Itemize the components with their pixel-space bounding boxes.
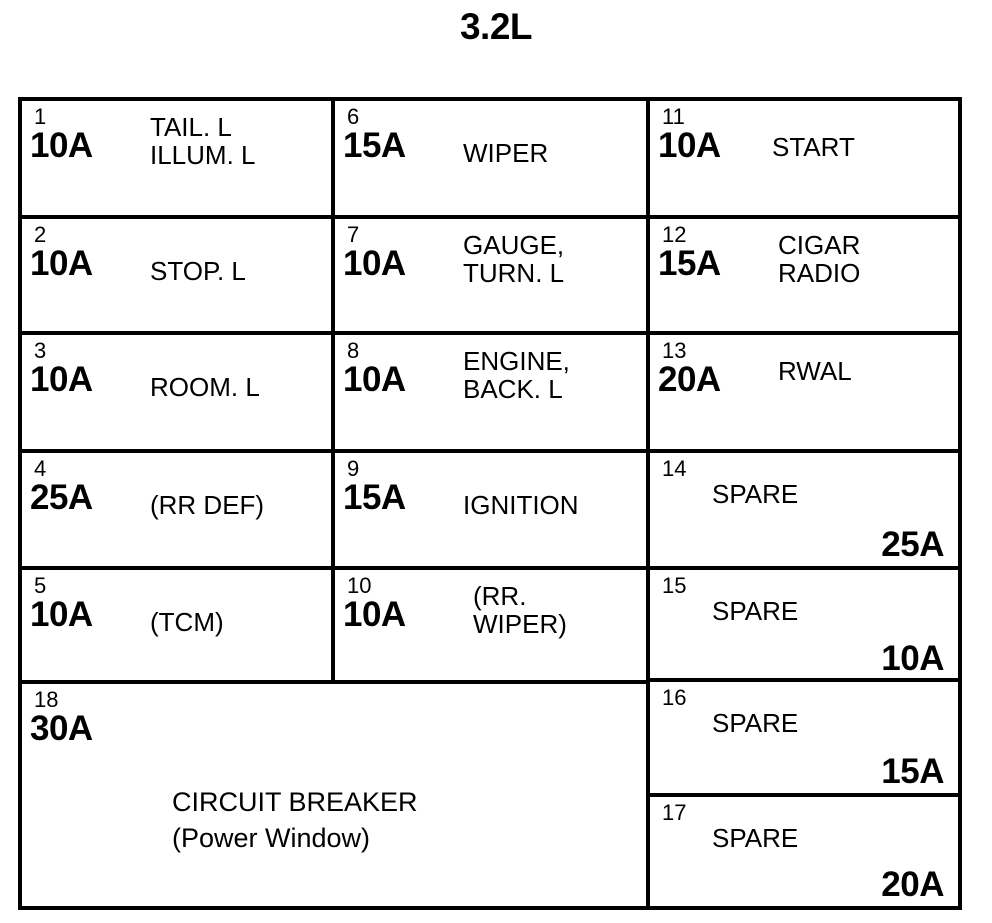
fuse-amperage: 10A bbox=[30, 244, 93, 283]
fuse-number: 18 bbox=[34, 687, 59, 712]
fuse-amperage: 15A bbox=[658, 244, 721, 283]
spare-label: SPARE bbox=[712, 823, 799, 853]
fuse-cell-12[interactable]: 12 15A CIGAR RADIO bbox=[650, 215, 958, 331]
spare-label: SPARE bbox=[712, 479, 799, 509]
fuse-number: 7 bbox=[347, 222, 360, 247]
fuse-description: ROOM. L bbox=[150, 372, 260, 402]
fuse-description: START bbox=[772, 132, 855, 162]
fuse-cell-16-spare[interactable]: 16 SPARE 15A bbox=[650, 678, 958, 793]
fuse-amperage: 15A bbox=[343, 478, 406, 517]
circuit-breaker-cell-18[interactable]: 18 30A CIRCUIT BREAKER (Power Window) bbox=[22, 680, 650, 906]
fuse-cell-17-spare[interactable]: 17 SPARE 20A bbox=[650, 793, 958, 906]
fuse-description: TAIL. L ILLUM. L bbox=[150, 112, 256, 171]
fuse-cell-9[interactable]: 9 15A IGNITION bbox=[335, 449, 650, 566]
fuse-number: 1 bbox=[34, 104, 47, 129]
fuse-amperage: 10A bbox=[343, 595, 406, 634]
fuse-amperage: 20A bbox=[658, 360, 721, 399]
fuse-description: (RR. WIPER) bbox=[473, 581, 567, 640]
fuse-cell-3[interactable]: 3 10A ROOM. L bbox=[22, 331, 335, 449]
fuse-number: 17 bbox=[662, 800, 687, 825]
fuse-amperage: 30A bbox=[30, 709, 93, 748]
fuse-amperage: 15A bbox=[343, 126, 406, 165]
fuse-number: 4 bbox=[34, 456, 47, 481]
fuse-amperage: 20A bbox=[881, 865, 944, 904]
fuse-cell-1[interactable]: 1 10A TAIL. L ILLUM. L bbox=[22, 101, 335, 215]
fuse-number: 6 bbox=[347, 104, 360, 129]
fuse-amperage: 10A bbox=[343, 244, 406, 283]
fuse-cell-15-spare[interactable]: 15 SPARE 10A bbox=[650, 566, 958, 680]
fuse-cell-7[interactable]: 7 10A GAUGE, TURN. L bbox=[335, 215, 650, 331]
fuse-cell-6[interactable]: 6 15A WIPER bbox=[335, 101, 650, 215]
fuse-description: ENGINE, BACK. L bbox=[463, 346, 570, 405]
fuse-number: 15 bbox=[662, 573, 687, 598]
fuse-amperage: 10A bbox=[30, 126, 93, 165]
fuse-description: (TCM) bbox=[150, 607, 224, 637]
fuse-number: 12 bbox=[662, 222, 687, 247]
fuse-cell-2[interactable]: 2 10A STOP. L bbox=[22, 215, 335, 331]
fuse-amperage: 10A bbox=[30, 360, 93, 399]
circuit-breaker-description: CIRCUIT BREAKER (Power Window) bbox=[172, 787, 418, 854]
fuse-number: 3 bbox=[34, 338, 47, 363]
fuse-amperage: 10A bbox=[658, 126, 721, 165]
fuse-cell-4[interactable]: 4 25A (RR DEF) bbox=[22, 449, 335, 566]
fuse-number: 11 bbox=[662, 104, 685, 129]
page-title: 3.2L bbox=[459, 6, 533, 47]
fuse-amperage: 15A bbox=[881, 752, 944, 791]
fuse-amperage: 25A bbox=[30, 478, 93, 517]
fuse-box-diagram: 1 10A TAIL. L ILLUM. L 2 10A STOP. L 3 1… bbox=[18, 97, 962, 910]
fuse-number: 14 bbox=[662, 456, 687, 481]
fuse-cell-14-spare[interactable]: 14 SPARE 25A bbox=[650, 449, 958, 566]
fuse-number: 8 bbox=[347, 338, 360, 363]
fuse-cell-5[interactable]: 5 10A (TCM) bbox=[22, 566, 335, 680]
fuse-amperage: 10A bbox=[343, 360, 406, 399]
fuse-number: 2 bbox=[34, 222, 47, 247]
fuse-cell-11[interactable]: 11 10A START bbox=[650, 101, 958, 215]
fuse-number: 13 bbox=[662, 338, 687, 363]
fuse-number: 5 bbox=[34, 573, 47, 598]
spare-label: SPARE bbox=[712, 708, 799, 738]
fuse-description: CIGAR RADIO bbox=[778, 230, 861, 289]
fuse-amperage: 25A bbox=[881, 525, 944, 564]
fuse-description: WIPER bbox=[463, 138, 549, 168]
fuse-number: 9 bbox=[347, 456, 360, 481]
fuse-description: (RR DEF) bbox=[150, 490, 265, 520]
fuse-cell-8[interactable]: 8 10A ENGINE, BACK. L bbox=[335, 331, 650, 449]
fuse-description: RWAL bbox=[778, 356, 852, 386]
fuse-number: 16 bbox=[662, 685, 687, 710]
fuse-amperage: 10A bbox=[30, 595, 93, 634]
fuse-cell-10[interactable]: 10 10A (RR. WIPER) bbox=[335, 566, 650, 680]
fuse-description: STOP. L bbox=[150, 256, 246, 286]
fuse-cell-13[interactable]: 13 20A RWAL bbox=[650, 331, 958, 449]
fuse-amperage: 10A bbox=[881, 639, 944, 678]
fuse-description: GAUGE, TURN. L bbox=[463, 230, 565, 289]
fuse-description: IGNITION bbox=[463, 490, 579, 520]
fuse-number: 10 bbox=[347, 573, 372, 598]
spare-label: SPARE bbox=[712, 596, 799, 626]
